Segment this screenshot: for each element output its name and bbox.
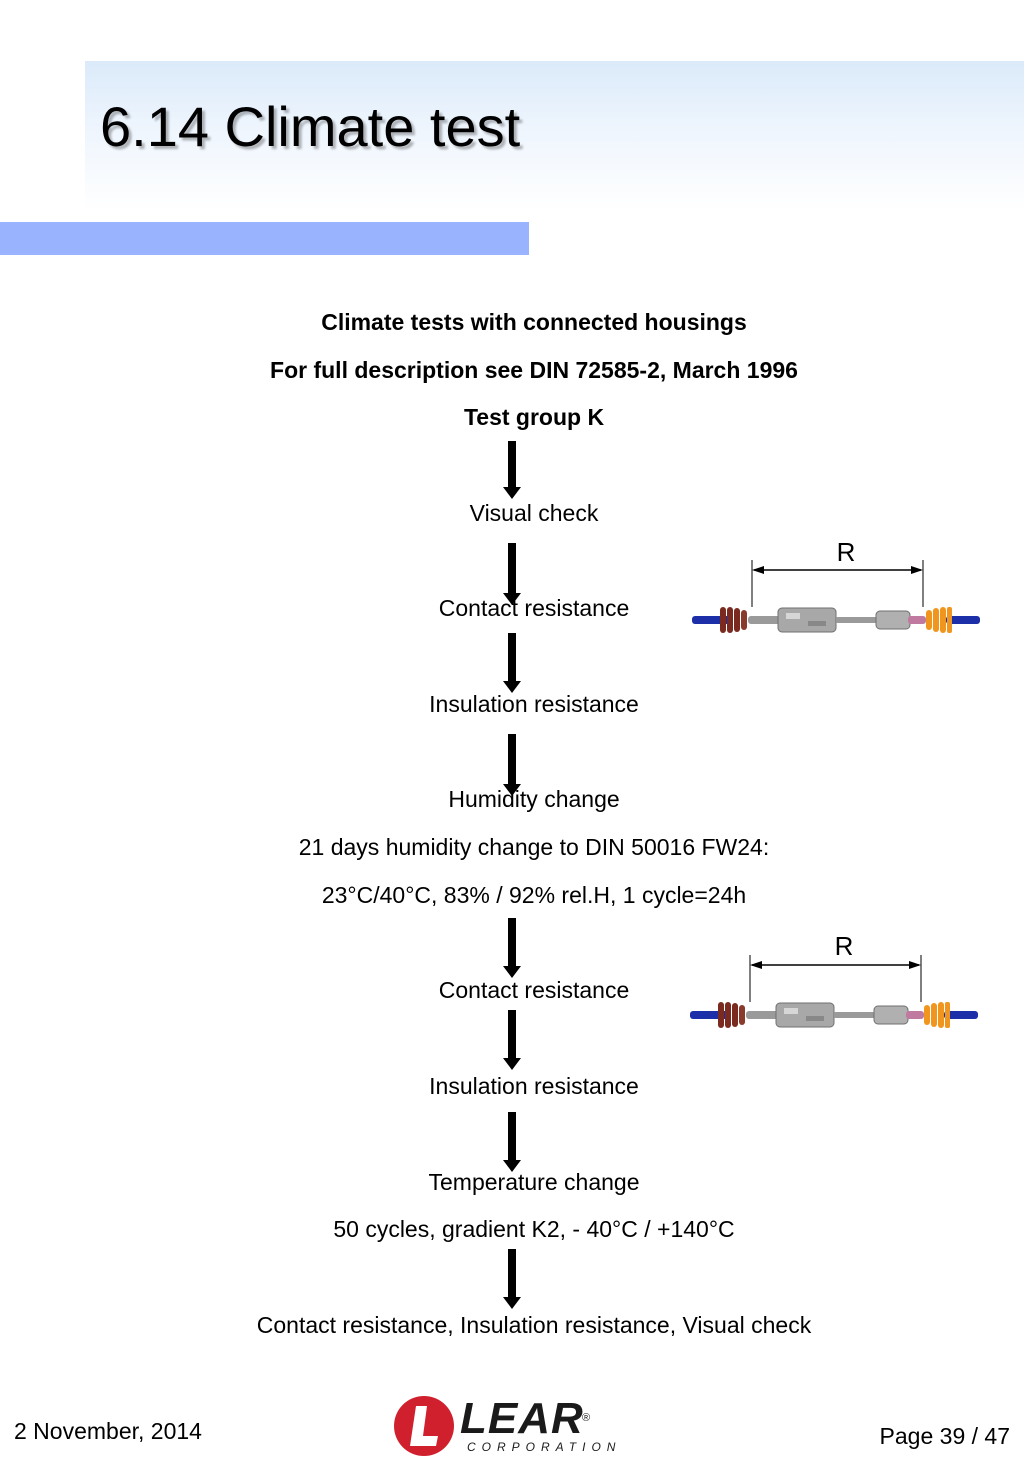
flow-arrow-8	[503, 1249, 521, 1309]
step-humidity-detail-1: 21 days humidity change to DIN 50016 FW2…	[298, 834, 770, 860]
step-final-checks: Contact resistance, Insulation resistanc…	[256, 1312, 812, 1338]
logo-subtitle: CORPORATION	[467, 1440, 622, 1454]
step-visual-check: Visual check	[469, 500, 599, 526]
registered-mark-icon: ®	[582, 1412, 591, 1424]
footer-date: 2 November, 2014	[14, 1418, 202, 1444]
step-temperature-change: Temperature change	[428, 1169, 640, 1195]
step-humidity-change: Humidity change	[448, 786, 620, 812]
step-contact-resistance-2: Contact resistance	[438, 977, 630, 1003]
connector-illustration-bottom	[690, 955, 978, 1028]
page-number: Page 39 / 47	[879, 1423, 1010, 1449]
intro-group: Test group K	[463, 404, 605, 430]
intro-reference: For full description see DIN 72585-2, Ma…	[270, 357, 798, 383]
step-contact-resistance-1: Contact resistance	[438, 595, 630, 621]
step-humidity-detail-2: 23°C/40°C, 83% / 92% rel.H, 1 cycle=24h	[321, 882, 747, 908]
flow-arrow-6	[503, 1010, 521, 1070]
resistance-label-bottom: R	[834, 931, 854, 961]
step-insulation-resistance-1: Insulation resistance	[429, 691, 639, 717]
step-temperature-detail: 50 cycles, gradient K2, - 40°C / +140°C	[333, 1216, 735, 1242]
flow-arrow-2	[503, 543, 521, 605]
intro-heading: Climate tests with connected housings	[321, 309, 747, 335]
accent-bar	[0, 222, 529, 255]
slide-title: 6.14 Climate test	[100, 95, 521, 158]
flow-arrow-3	[503, 633, 521, 693]
flow-arrow-5	[503, 918, 521, 978]
flow-arrow-7	[503, 1112, 521, 1172]
connector-illustration-top	[692, 560, 980, 633]
logo-name: LEAR	[460, 1394, 584, 1443]
flow-arrow-1	[503, 441, 521, 499]
step-insulation-resistance-2: Insulation resistance	[429, 1073, 639, 1099]
title-band	[85, 61, 1024, 211]
resistance-label-top: R	[836, 537, 856, 567]
lear-logo: LEAR ® CORPORATION	[390, 1392, 630, 1462]
flow-arrow-4	[503, 734, 521, 796]
lear-logo-mark-icon	[394, 1396, 454, 1456]
